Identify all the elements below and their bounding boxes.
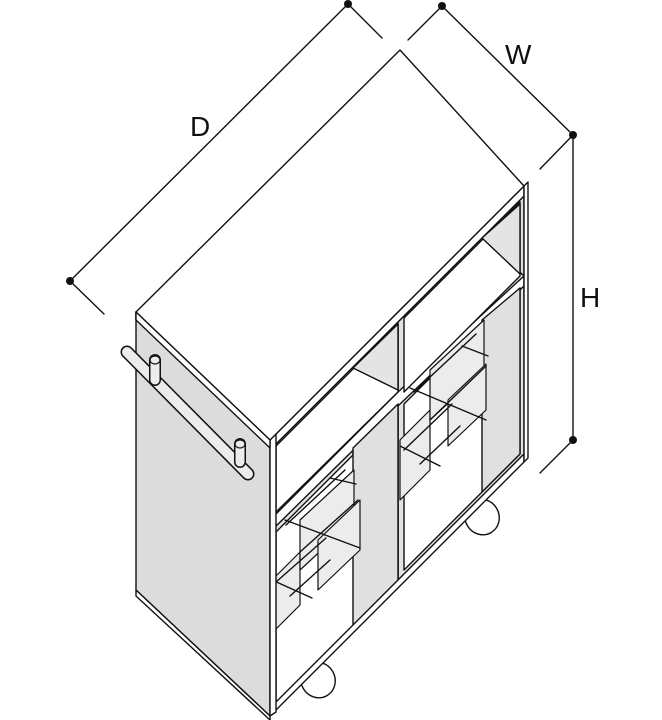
height-label: H — [580, 282, 600, 313]
rack-right-lower — [399, 319, 489, 501]
upper-right-shadow — [481, 203, 521, 275]
rack-left-lower — [271, 469, 361, 634]
front-left-edge — [269, 433, 277, 717]
cart-cabinet — [135, 49, 529, 720]
upper-left-shadow — [352, 323, 399, 391]
height-endpoint-bottom — [569, 436, 577, 444]
depth-dimension: D — [66, 0, 383, 315]
depth-endpoint-back — [344, 0, 352, 8]
depth-endpoint-front — [66, 277, 74, 285]
width-label: W — [505, 39, 532, 70]
top-thickness-side — [135, 311, 271, 449]
right-outer-edge — [523, 181, 529, 463]
push-handle[interactable] — [120, 345, 255, 481]
width-endpoint-left — [438, 2, 446, 10]
left-side-bottom-edge — [135, 589, 271, 720]
height-dimension: H — [539, 134, 600, 474]
lower-right-side-face — [481, 287, 521, 493]
upper-right-opening — [403, 201, 521, 393]
depth-label: D — [190, 111, 210, 142]
width-dimension: W — [407, 2, 577, 170]
